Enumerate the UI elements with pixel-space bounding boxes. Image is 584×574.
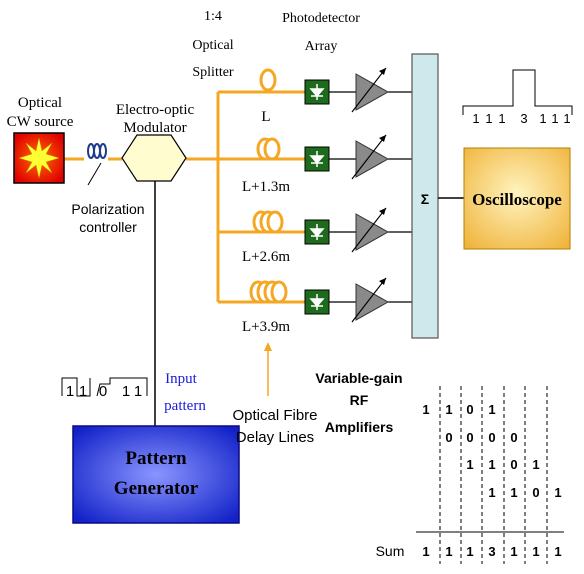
output-bit-2: 1	[485, 111, 492, 126]
source-label-line1: Optical	[18, 95, 62, 111]
output-bit-4: 3	[520, 111, 527, 126]
delay-lines-arrowhead	[264, 342, 272, 351]
photodiode-4	[304, 289, 330, 315]
pattern-generator-label-line1: Pattern	[125, 448, 187, 469]
sum-table-cell: 1	[488, 457, 495, 472]
polarization-controller-icon	[87, 143, 107, 159]
sum-table-cell: 1	[466, 457, 473, 472]
delay-label-2: L+1.3m	[242, 179, 290, 195]
amplifier-1	[351, 67, 390, 113]
optical-cw-source	[13, 132, 65, 184]
input-bit-3: 0	[99, 383, 107, 400]
splitter-label-line3: Splitter	[192, 65, 234, 80]
photodetector-array	[304, 79, 330, 315]
pattern-generator-label-line2: Generator	[114, 478, 199, 499]
input-waveform	[61, 377, 148, 397]
sum-value-cell: 1	[510, 544, 517, 559]
splitter-label-line1: 1:4	[204, 9, 222, 24]
output-waveform	[462, 69, 573, 115]
polarization-pointer	[87, 162, 102, 186]
sum-table-cell: 0	[510, 457, 517, 472]
oscilloscope-box	[463, 147, 571, 250]
sum-table-cell: 1	[488, 402, 495, 417]
delay-label-1: L	[261, 109, 270, 125]
input-bit-4: 1	[122, 383, 130, 400]
amplifier-3	[351, 207, 390, 253]
delay-coils	[249, 68, 288, 304]
output-bit-7: 1	[563, 111, 570, 126]
output-bit-1: 1	[472, 111, 479, 126]
output-bit-3: 1	[498, 111, 505, 126]
sum-symbol: Σ	[421, 191, 429, 207]
input-bit-1: 1	[66, 383, 74, 400]
sum-table-cell: 1	[445, 402, 452, 417]
sum-table-cell: 0	[488, 430, 495, 445]
sum-table-cell: 0	[466, 430, 473, 445]
star-icon	[18, 137, 60, 179]
sum-table-cell: 1	[532, 457, 539, 472]
modulator-label-line2: Modulator	[123, 120, 186, 136]
photodiode-3	[304, 219, 330, 245]
output-bit-5: 1	[539, 111, 546, 126]
coil-line-3	[252, 210, 284, 234]
sum-value-cell: 1	[445, 544, 452, 559]
coil-line-2	[256, 137, 281, 161]
sum-row-label: Sum	[376, 543, 405, 559]
oscilloscope-label: Oscilloscope	[472, 190, 562, 209]
amplifier-4	[351, 277, 390, 323]
delay-label-3: L+2.6m	[242, 249, 290, 265]
modulator-label-line1: Electro-optic	[116, 102, 195, 118]
sum-table-cell: 1	[488, 485, 495, 500]
splitter-label-line2: Optical	[192, 38, 233, 53]
input-pattern-label-line1: Input	[165, 371, 197, 387]
amplifiers-label-line3: Amplifiers	[325, 419, 394, 435]
sum-table-cell: 0	[445, 430, 452, 445]
pattern-generator-box	[72, 425, 240, 524]
polarization-label-line2: controller	[79, 219, 137, 235]
input-bit-2: 1	[79, 383, 87, 400]
sum-table-cell: 1	[422, 402, 429, 417]
sum-table-cell: 0	[532, 485, 539, 500]
input-bits: 1 1 0 1 1	[66, 383, 142, 400]
sum-value-cell: 1	[466, 544, 473, 559]
input-pattern-label-line2: pattern	[164, 398, 206, 414]
photodiode-1	[304, 79, 330, 105]
sum-table-dividers	[439, 386, 548, 564]
sum-table-cell: 0	[510, 430, 517, 445]
photodetector-label-line2: Array	[305, 39, 338, 54]
sum-table-cell: 1	[554, 485, 561, 500]
electro-optic-modulator	[121, 134, 187, 182]
output-bits: 1 1 1 3 1 1 1	[472, 111, 570, 126]
coil-line-1	[259, 68, 277, 92]
rf-wiring	[329, 91, 412, 303]
photodetector-label-line1: Photodetector	[282, 11, 360, 26]
sum-table-cell: 0	[466, 402, 473, 417]
sum-table-cell: 1	[510, 485, 517, 500]
input-bit-5: 1	[134, 383, 142, 400]
amplifier-2	[351, 134, 390, 180]
output-bit-6: 1	[551, 111, 558, 126]
sum-value-cell: 1	[532, 544, 539, 559]
amplifiers-label-line2: RF	[350, 392, 369, 408]
coil-line-4	[249, 280, 288, 304]
photodiode-2	[304, 146, 330, 172]
sum-value-cell: 3	[488, 544, 495, 559]
summer-block	[411, 53, 439, 339]
delay-label-4: L+3.9m	[242, 319, 290, 335]
sum-value-cell: 1	[422, 544, 429, 559]
rf-amplifiers	[351, 67, 390, 323]
delay-lines-label-line2: Delay Lines	[236, 429, 314, 446]
source-label-line2: CW source	[7, 114, 74, 130]
polarization-label-line1: Polarization	[71, 201, 144, 217]
amplifiers-label-line1: Variable-gain	[315, 370, 402, 386]
delay-lines-label-line1: Optical Fibre	[232, 407, 317, 424]
sum-value-cell: 1	[554, 544, 561, 559]
